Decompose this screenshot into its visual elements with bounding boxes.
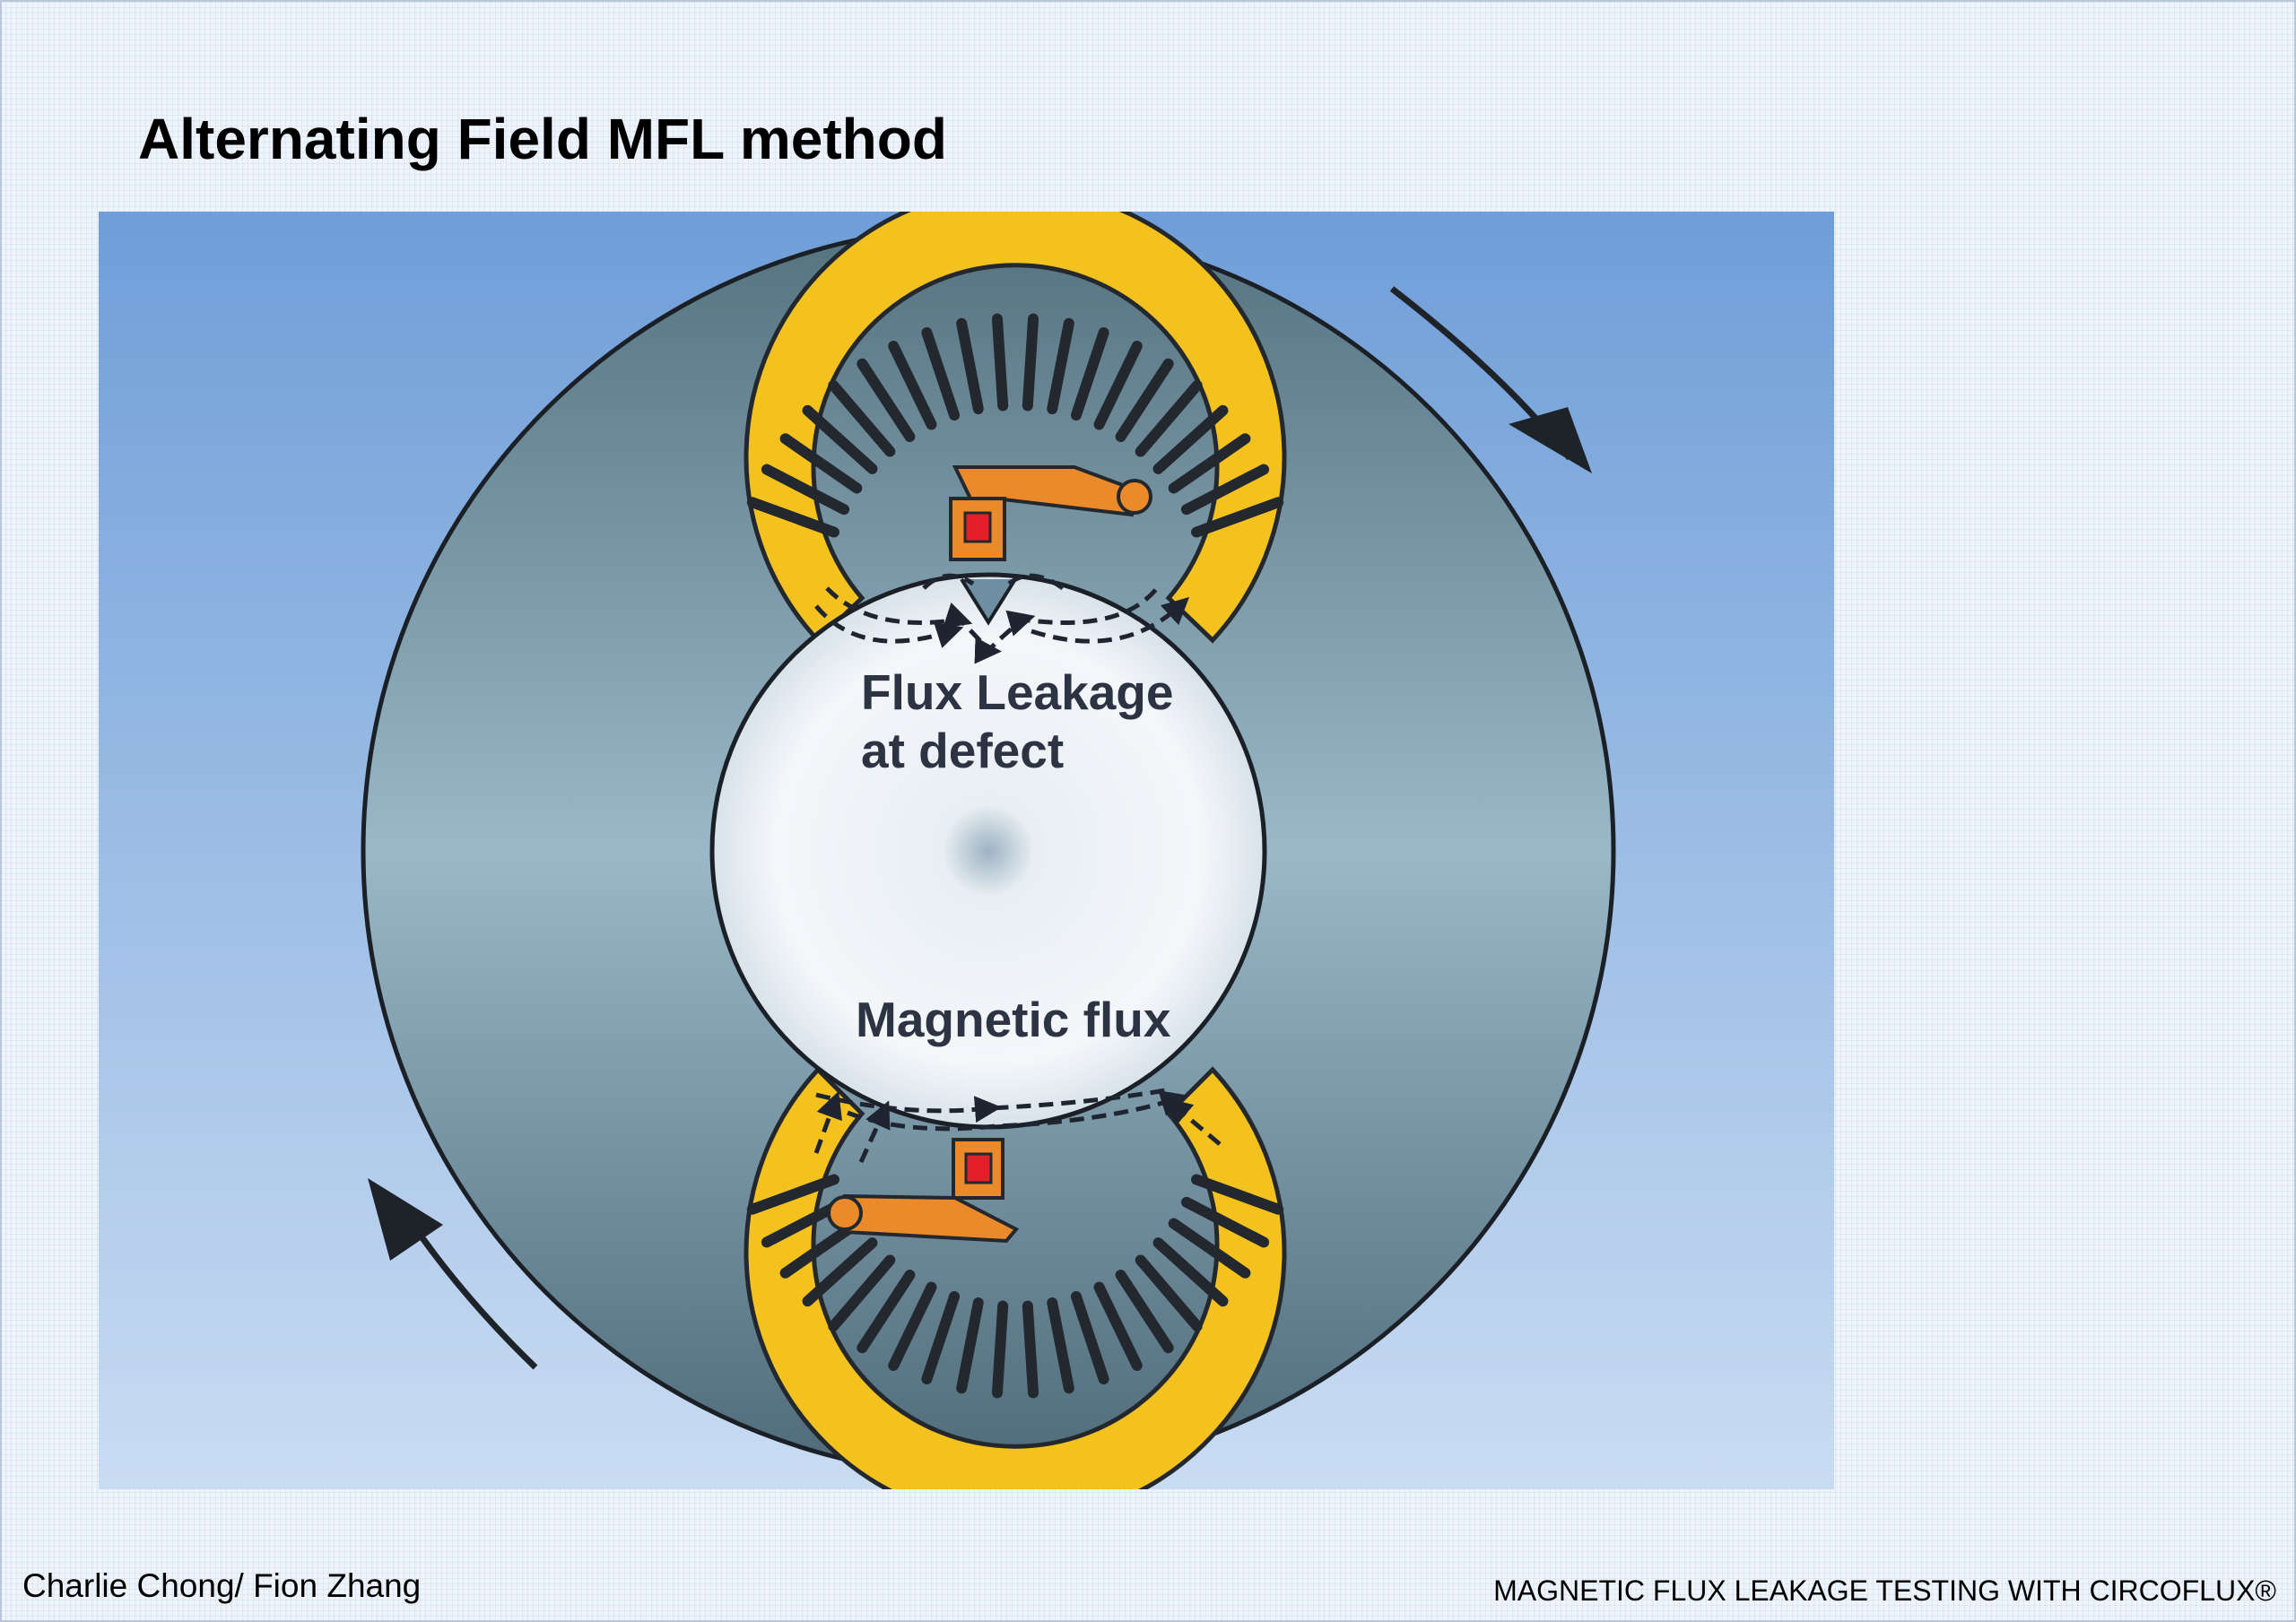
lower-sensor-assembly [827, 1138, 1020, 1244]
footer-authors: Charlie Chong/ Fion Zhang [22, 1567, 422, 1604]
coil-winding [1022, 313, 1039, 412]
upper-sensor-assembly [949, 465, 1152, 561]
coil-winding [761, 464, 850, 516]
coil-winding [1022, 1300, 1039, 1399]
coil-winding [1115, 1269, 1174, 1354]
coil-winding [1135, 1254, 1203, 1332]
coil-winding [1152, 1237, 1229, 1307]
coil-winding [1180, 1196, 1270, 1248]
coil-winding [888, 341, 937, 430]
coil-winding [857, 1269, 916, 1354]
coil-winding [828, 379, 896, 457]
coil-winding [888, 1281, 937, 1371]
coil-winding [956, 317, 984, 414]
coil-winding [746, 1174, 839, 1215]
coil-winding [991, 1300, 1009, 1399]
coil-winding [828, 1254, 896, 1332]
magnetic-flux-lines [813, 1088, 1222, 1164]
coil-winding [1115, 358, 1174, 443]
flux-leakage-label-line2: at defect [861, 723, 1064, 778]
coil-winding [1168, 433, 1251, 494]
coil-winding [857, 358, 916, 443]
coil-winding [1180, 464, 1270, 516]
slide-title: Alternating Field MFL method [138, 107, 947, 171]
coil-winding [802, 1237, 878, 1307]
coil-winding [1168, 1218, 1251, 1279]
lower-coil-windings [746, 1174, 1284, 1399]
coil-winding [1093, 341, 1143, 430]
flux-leakage-lines [814, 573, 1190, 664]
coil-winding [1070, 326, 1109, 421]
flux-leakage-label-line1: Flux Leakage [861, 664, 1173, 720]
upper-sensor-element [963, 511, 992, 543]
counter-clockwise-arrow-icon [368, 1178, 538, 1370]
coil-winding [746, 497, 839, 538]
coil-winding [921, 326, 961, 421]
coil-winding [1191, 497, 1284, 538]
coil-winding [1070, 1290, 1109, 1385]
lower-yoke-coil [744, 1066, 1287, 1489]
coil-winding [921, 1290, 961, 1385]
lower-sensor-element [964, 1152, 993, 1184]
upper-coil-windings [746, 313, 1284, 538]
coil-winding [1152, 404, 1229, 474]
mfl-diagram: Flux Leakage at defect Magnetic flux [99, 212, 1834, 1489]
footer-course-title: MAGNETIC FLUX LEAKAGE TESTING WITH CIRCO… [1493, 1574, 2276, 1607]
coil-winding [1135, 379, 1203, 457]
coil-winding [1191, 1174, 1284, 1215]
coil-winding [802, 404, 878, 474]
coil-winding [991, 313, 1009, 412]
coil-winding [1047, 317, 1074, 414]
coil-winding [1047, 1297, 1074, 1394]
coil-winding [1093, 1281, 1143, 1371]
coil-winding [779, 433, 863, 494]
magnetic-flux-label: Magnetic flux [856, 992, 1171, 1047]
coil-winding [956, 1297, 984, 1394]
upper-yoke-coil [744, 212, 1287, 644]
clockwise-arrow-icon [1389, 286, 1592, 473]
